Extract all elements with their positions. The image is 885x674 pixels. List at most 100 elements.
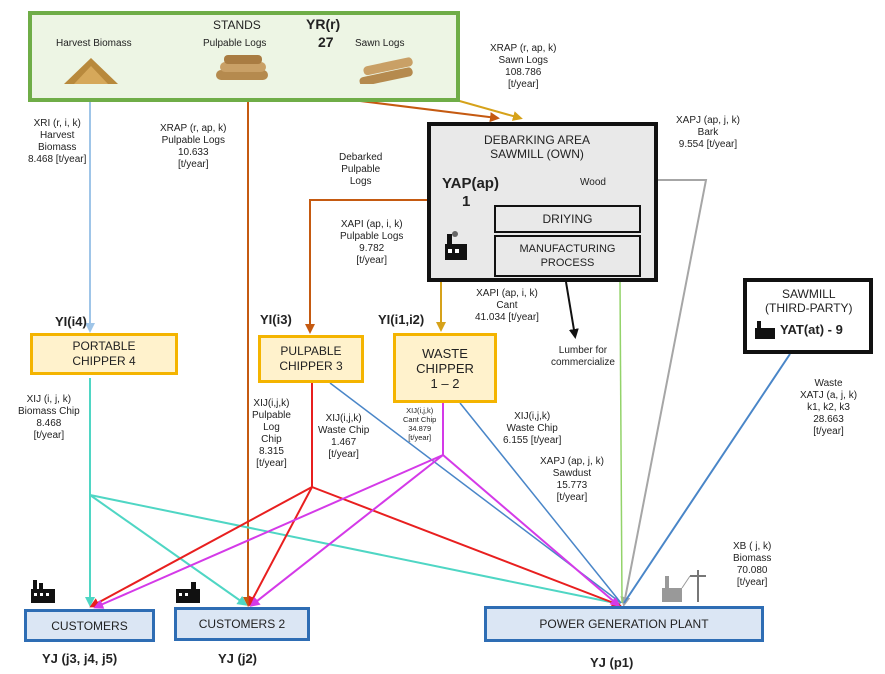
xapi-cant-2: 41.034 [t/year]	[475, 312, 539, 323]
xij-wastecw-2: 6.155 [t/year]	[503, 435, 562, 446]
xapi-pulp-3: [t/year]	[356, 255, 387, 266]
chipper4-yi: YI(i4)	[55, 314, 87, 329]
xri-0: XRI (r, i, k)	[33, 118, 81, 129]
xij-biomass-1: Biomass Chip	[18, 406, 80, 417]
xij-biomass-0: XIJ (i, j, k)	[26, 394, 72, 405]
stands-pulpable-label: Pulpable Logs	[203, 38, 267, 49]
xij-biomass-3: [t/year]	[33, 430, 65, 441]
xrap-sawn-3: [t/year]	[507, 79, 539, 90]
mfg-line1: MANUFACTURING	[519, 243, 616, 255]
xij-waste3-2: 1.467	[331, 437, 357, 448]
yj-customers: YJ (j3, j4, j5)	[42, 651, 118, 666]
xrap-pulp-3: [t/year]	[177, 159, 209, 170]
customers2-box: CUSTOMERS 2	[174, 607, 310, 641]
third-party-sawmill-box	[743, 278, 873, 354]
debark-title: DEBARKING AREA SAWMILL (OWN)	[484, 133, 590, 161]
lumber-0: Lumber for	[558, 345, 608, 356]
power-plant-icon	[662, 570, 706, 602]
xrap-sawn-2: 108.786	[505, 67, 542, 78]
xij-log-4: 8.315	[258, 446, 284, 457]
xb-1: Biomass	[733, 553, 772, 564]
xapi-cant-1: Cant	[496, 300, 518, 311]
debark-one: 1	[462, 193, 471, 210]
xij-waste3-3: [t/year]	[328, 449, 359, 460]
flow-log-chip-customers2	[248, 486, 313, 607]
tp-line1: SAWMILL	[781, 287, 836, 301]
waste-chipper-yi: YI(i1,i2)	[378, 312, 425, 327]
cw-line1: WASTE	[422, 345, 468, 361]
drying-box: DRIYING	[494, 205, 641, 233]
xij-wastecw-1: Waste Chip	[506, 423, 558, 434]
mfg-line2: PROCESS	[540, 257, 595, 269]
waste-chipper-1-2: WASTE CHIPPER 1 – 2	[393, 333, 497, 403]
xapj-sawdust-0: XAPJ (ap, j, k)	[540, 456, 604, 467]
xrap-sawn-1: Sawn Logs	[498, 55, 548, 66]
factory-icon	[755, 321, 775, 339]
xapi-cant-0: XAPI (ap, i, k)	[476, 288, 538, 299]
portable-chipper-4: PORTABLE CHIPPER 4	[30, 333, 178, 375]
xb-3: [t/year]	[736, 577, 768, 588]
xij-cant-1: Cant Chip	[403, 415, 437, 424]
stands-sawn-label: Sawn Logs	[355, 38, 405, 49]
xij-wastecw-0: XIJ(i,j,k)	[514, 411, 551, 422]
xij-cant-0: XIJ(i,j,k)	[406, 406, 434, 415]
xapj-bark-2: 9.554 [t/year]	[678, 139, 738, 150]
flow-lumber	[565, 281, 579, 339]
xij-waste3-1: Waste Chip	[318, 425, 370, 436]
xapi-pulp-0: XAPI (ap, i, k)	[340, 219, 403, 230]
xij-biomass-2: 8.468	[36, 418, 62, 429]
xij-log-0: XIJ(i,j,k)	[253, 398, 290, 409]
xapi-pulp-1: Pulpable Logs	[340, 231, 404, 242]
xb-2: 70.080	[736, 565, 768, 576]
xb-0: XB ( j, k)	[733, 541, 772, 552]
flow-biomass-chip-power	[89, 494, 621, 605]
third-party-title: SAWMILL (THIRD-PARTY)	[765, 287, 853, 315]
cw-line2: CHIPPER	[416, 360, 474, 376]
debark-title-line2: SAWMILL (OWN)	[490, 147, 584, 161]
third-party-yat: YAT(at) - 9	[780, 322, 843, 337]
flow-sawdust	[619, 281, 623, 604]
c4-line2: CHIPPER 4	[72, 354, 136, 368]
factory-icon	[176, 582, 200, 603]
xrap-pulp-0: XRAP (r, ap, k)	[160, 123, 227, 134]
xapj-sawdust-3: [t/year]	[556, 492, 588, 503]
xri-2: Biomass	[38, 142, 77, 153]
debark-yap: YAP(ap)	[442, 175, 499, 192]
debarked-1: Pulpable	[341, 164, 381, 175]
xapj-sawdust-1: Sawdust	[552, 468, 592, 479]
xij-cant-3: [t/year]	[408, 433, 432, 442]
xatj-3: 28.663	[813, 414, 844, 425]
c3-line1: PULPABLE	[280, 344, 342, 358]
yj-power: YJ (p1)	[590, 655, 634, 670]
lumber-1: commercialize	[551, 357, 615, 368]
flow-cant-chip-customers	[93, 454, 444, 609]
tp-line2: (THIRD-PARTY)	[765, 301, 853, 315]
flow-log-chip-customers	[89, 486, 313, 608]
debark-title-line1: DEBARKING AREA	[484, 133, 591, 147]
debarked-0: Debarked	[339, 152, 383, 163]
debark-wood: Wood	[580, 177, 606, 188]
xrap-sawn-0: XRAP (r, ap, k)	[490, 43, 557, 54]
stands-yr: YR(r)	[306, 16, 341, 32]
flow-biomass-chip-customers2	[89, 494, 248, 606]
xapj-bark-1: Bark	[697, 127, 719, 138]
stands-count: 27	[318, 34, 334, 50]
xatj-1: XATJ (a, j, k)	[800, 390, 858, 401]
c3-line2: CHIPPER 3	[279, 359, 343, 373]
flow-waste-chip-cw-power	[459, 402, 622, 604]
xij-log-3: Chip	[261, 434, 282, 445]
biomass-pile-icon	[64, 58, 118, 84]
xij-log-1: Pulpable	[252, 410, 291, 421]
